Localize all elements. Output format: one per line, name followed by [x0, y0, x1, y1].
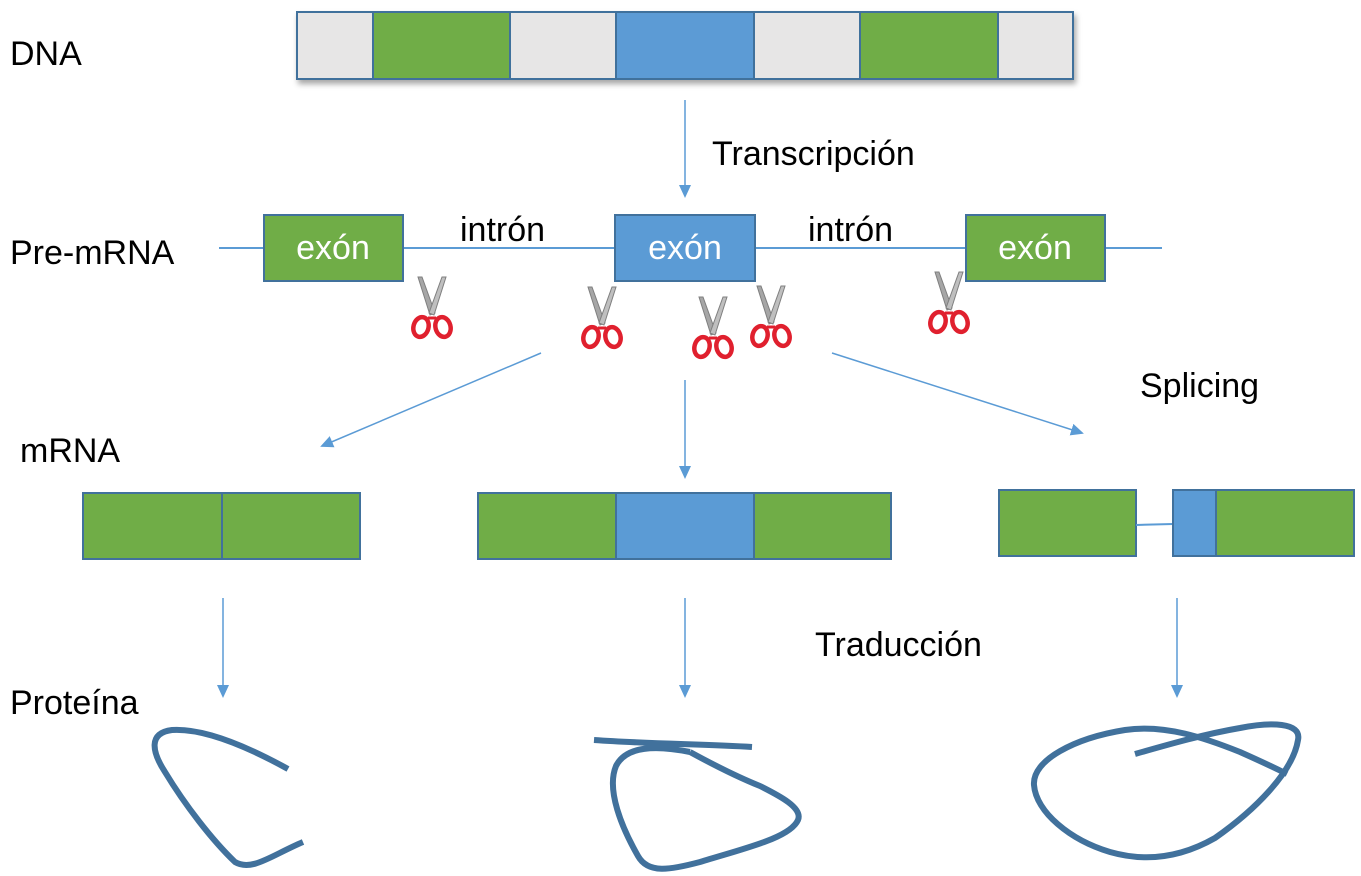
mrna-variant-3 — [998, 489, 1355, 557]
scissors-group — [411, 272, 970, 359]
splicing-arrow-right — [831, 352, 1084, 436]
exon-label-2: exón — [648, 229, 722, 267]
pre-mrna-strand: exón exón exón — [219, 214, 1162, 282]
mrna-exon-green — [82, 492, 223, 560]
scissors-icon — [411, 277, 453, 339]
scissors-icon — [581, 287, 623, 349]
exon-label-3: exón — [998, 229, 1072, 267]
mrna-exon-green — [753, 492, 892, 560]
mrna-exon-blue — [1172, 489, 1217, 557]
mrna-link-line — [1135, 523, 1174, 526]
intron-label-2: intrón — [808, 211, 894, 249]
mrna-exon-green — [477, 492, 617, 560]
pre-mrna-label: Pre-mRNA — [10, 234, 175, 272]
dna-strand — [296, 11, 1074, 80]
mrna-exon-green — [1215, 489, 1355, 557]
mrna-exon-blue — [615, 492, 755, 560]
scissors-icon — [692, 297, 734, 359]
mrna-exon-green — [998, 489, 1137, 557]
scissors-icon — [750, 286, 792, 348]
protein-label: Proteína — [10, 684, 139, 722]
protein-2 — [593, 737, 802, 872]
dna-intron-segment — [997, 11, 1074, 80]
exon-label-1: exón — [296, 229, 370, 267]
splicing-label: Splicing — [1140, 367, 1260, 405]
dna-exon-green-segment — [372, 11, 511, 80]
pre-mrna-exon-3 — [965, 214, 1106, 282]
pre-mrna-exon-2 — [614, 214, 756, 282]
mrna-label: mRNA — [20, 432, 121, 470]
mrna-exon-green — [221, 492, 361, 560]
pre-mrna-exon-1 — [263, 214, 404, 282]
protein-1 — [151, 726, 305, 868]
splicing-arrow-left — [320, 352, 542, 448]
mrna-variant-2 — [477, 492, 892, 560]
translation-label: Traducción — [815, 626, 982, 664]
dna-intron-segment — [509, 11, 617, 80]
dna-exon-blue-segment — [615, 11, 755, 80]
dna-label: DNA — [10, 35, 82, 73]
intron-label-1: intrón — [460, 211, 546, 249]
dna-exon-green-segment — [859, 11, 999, 80]
dna-intron-segment — [753, 11, 861, 80]
dna-intron-segment — [296, 11, 374, 80]
mrna-variant-1 — [82, 492, 361, 560]
scissors-icon — [928, 272, 970, 334]
protein-3 — [1031, 721, 1302, 861]
transcription-label: Transcripción — [712, 135, 915, 173]
